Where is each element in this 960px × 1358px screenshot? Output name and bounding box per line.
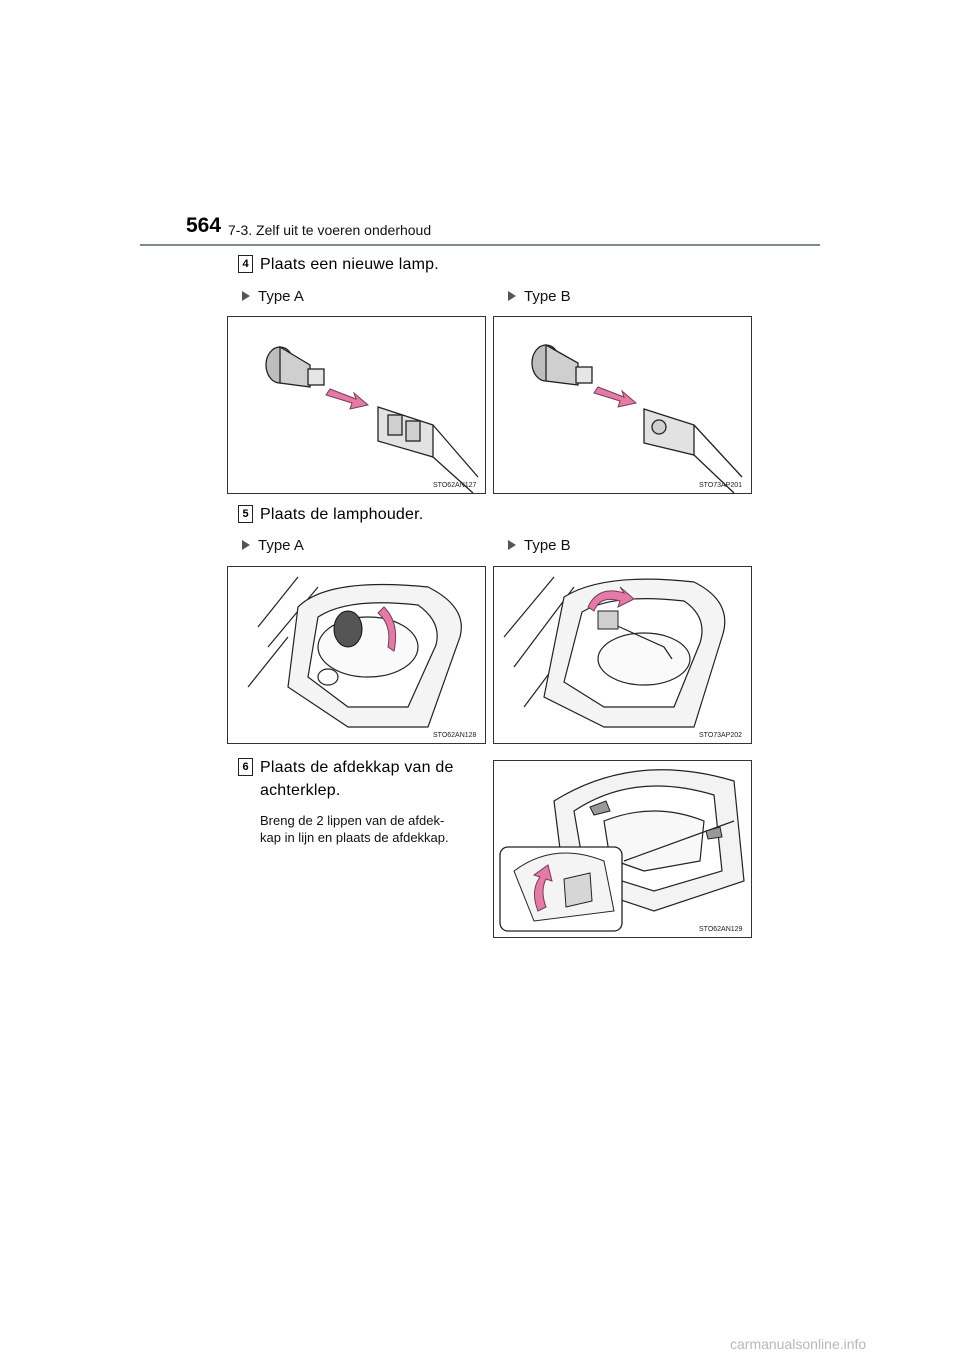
triangle-bullet-icon	[508, 540, 516, 550]
watermark: carmanualsonline.info	[730, 1336, 867, 1352]
step-5-text: Plaats de lamphouder.	[260, 506, 424, 523]
fig-code-5a: STO62AN128	[433, 732, 477, 739]
step-6-instruction-line1: Breng de 2 lippen van de afdek-	[260, 813, 445, 828]
figure-lamp-holder-type-b: STO73AP202	[493, 566, 752, 744]
figure-tailgate-cover: STO62AN129	[493, 760, 752, 938]
header-rule	[140, 244, 820, 246]
triangle-bullet-icon	[242, 540, 250, 550]
step-4-type-b-label: Type B	[508, 288, 571, 305]
figure-lamp-holder-type-a: STO62AN128	[227, 566, 486, 744]
step-6-instruction-line2: kap in lijn en plaats de afdekkap.	[260, 830, 449, 845]
page-number: 564	[186, 214, 222, 237]
figure-new-bulb-type-b: STO73AP201	[493, 316, 752, 494]
triangle-bullet-icon	[508, 291, 516, 301]
step-4-text: Plaats een nieuwe lamp.	[260, 256, 439, 273]
fig-code-5b: STO73AP202	[699, 732, 742, 739]
fig-code-6: STO62AN129	[699, 926, 743, 933]
triangle-bullet-icon	[242, 291, 250, 301]
step-5-type-a-label: Type A	[242, 537, 304, 554]
section-title: 7-3. Zelf uit te voeren onderhoud	[228, 222, 432, 238]
step-5-type-b-label: Type B	[508, 537, 571, 554]
step-6-text-line2: achterklep.	[260, 782, 341, 799]
step-4-type-a-label: Type A	[242, 288, 304, 305]
step-6-instruction: Breng de 2 lippen van de afdek- kap in l…	[260, 812, 484, 846]
step-5-badge: 5	[238, 505, 253, 523]
step-4-badge: 4	[238, 255, 253, 273]
figure-new-bulb-type-a: STO62AN127	[227, 316, 486, 494]
step-6-badge: 6	[238, 758, 253, 776]
step-6-text: Plaats de afdekkap van de achterklep.	[260, 759, 482, 800]
fig-code-4a: STO62AN127	[433, 482, 477, 489]
step-6-text-line1: Plaats de afdekkap van de	[260, 759, 454, 776]
fig-code-4b: STO73AP201	[699, 482, 742, 489]
